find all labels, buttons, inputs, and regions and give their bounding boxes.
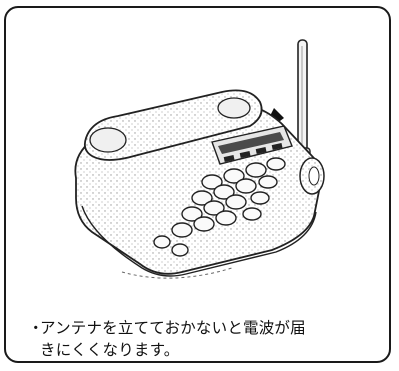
caption-line-1: アンテナを立てておかないと電波が届 xyxy=(40,319,306,337)
keypad xyxy=(153,157,286,257)
caption-text: ・アンテナを立てておかないと電波が届 きにくくなります。 xyxy=(28,317,390,361)
base-shadow xyxy=(121,267,233,279)
phone-antenna-illustration xyxy=(74,39,325,279)
caption-line-2: きにくくなります。 xyxy=(40,341,180,359)
handset xyxy=(83,89,263,161)
side-dial xyxy=(299,157,325,195)
display-panel xyxy=(211,125,293,165)
caption-bullet: ・ xyxy=(28,319,44,337)
instruction-panel: ・アンテナを立てておかないと電波が届 きにくくなります。 xyxy=(4,6,391,363)
